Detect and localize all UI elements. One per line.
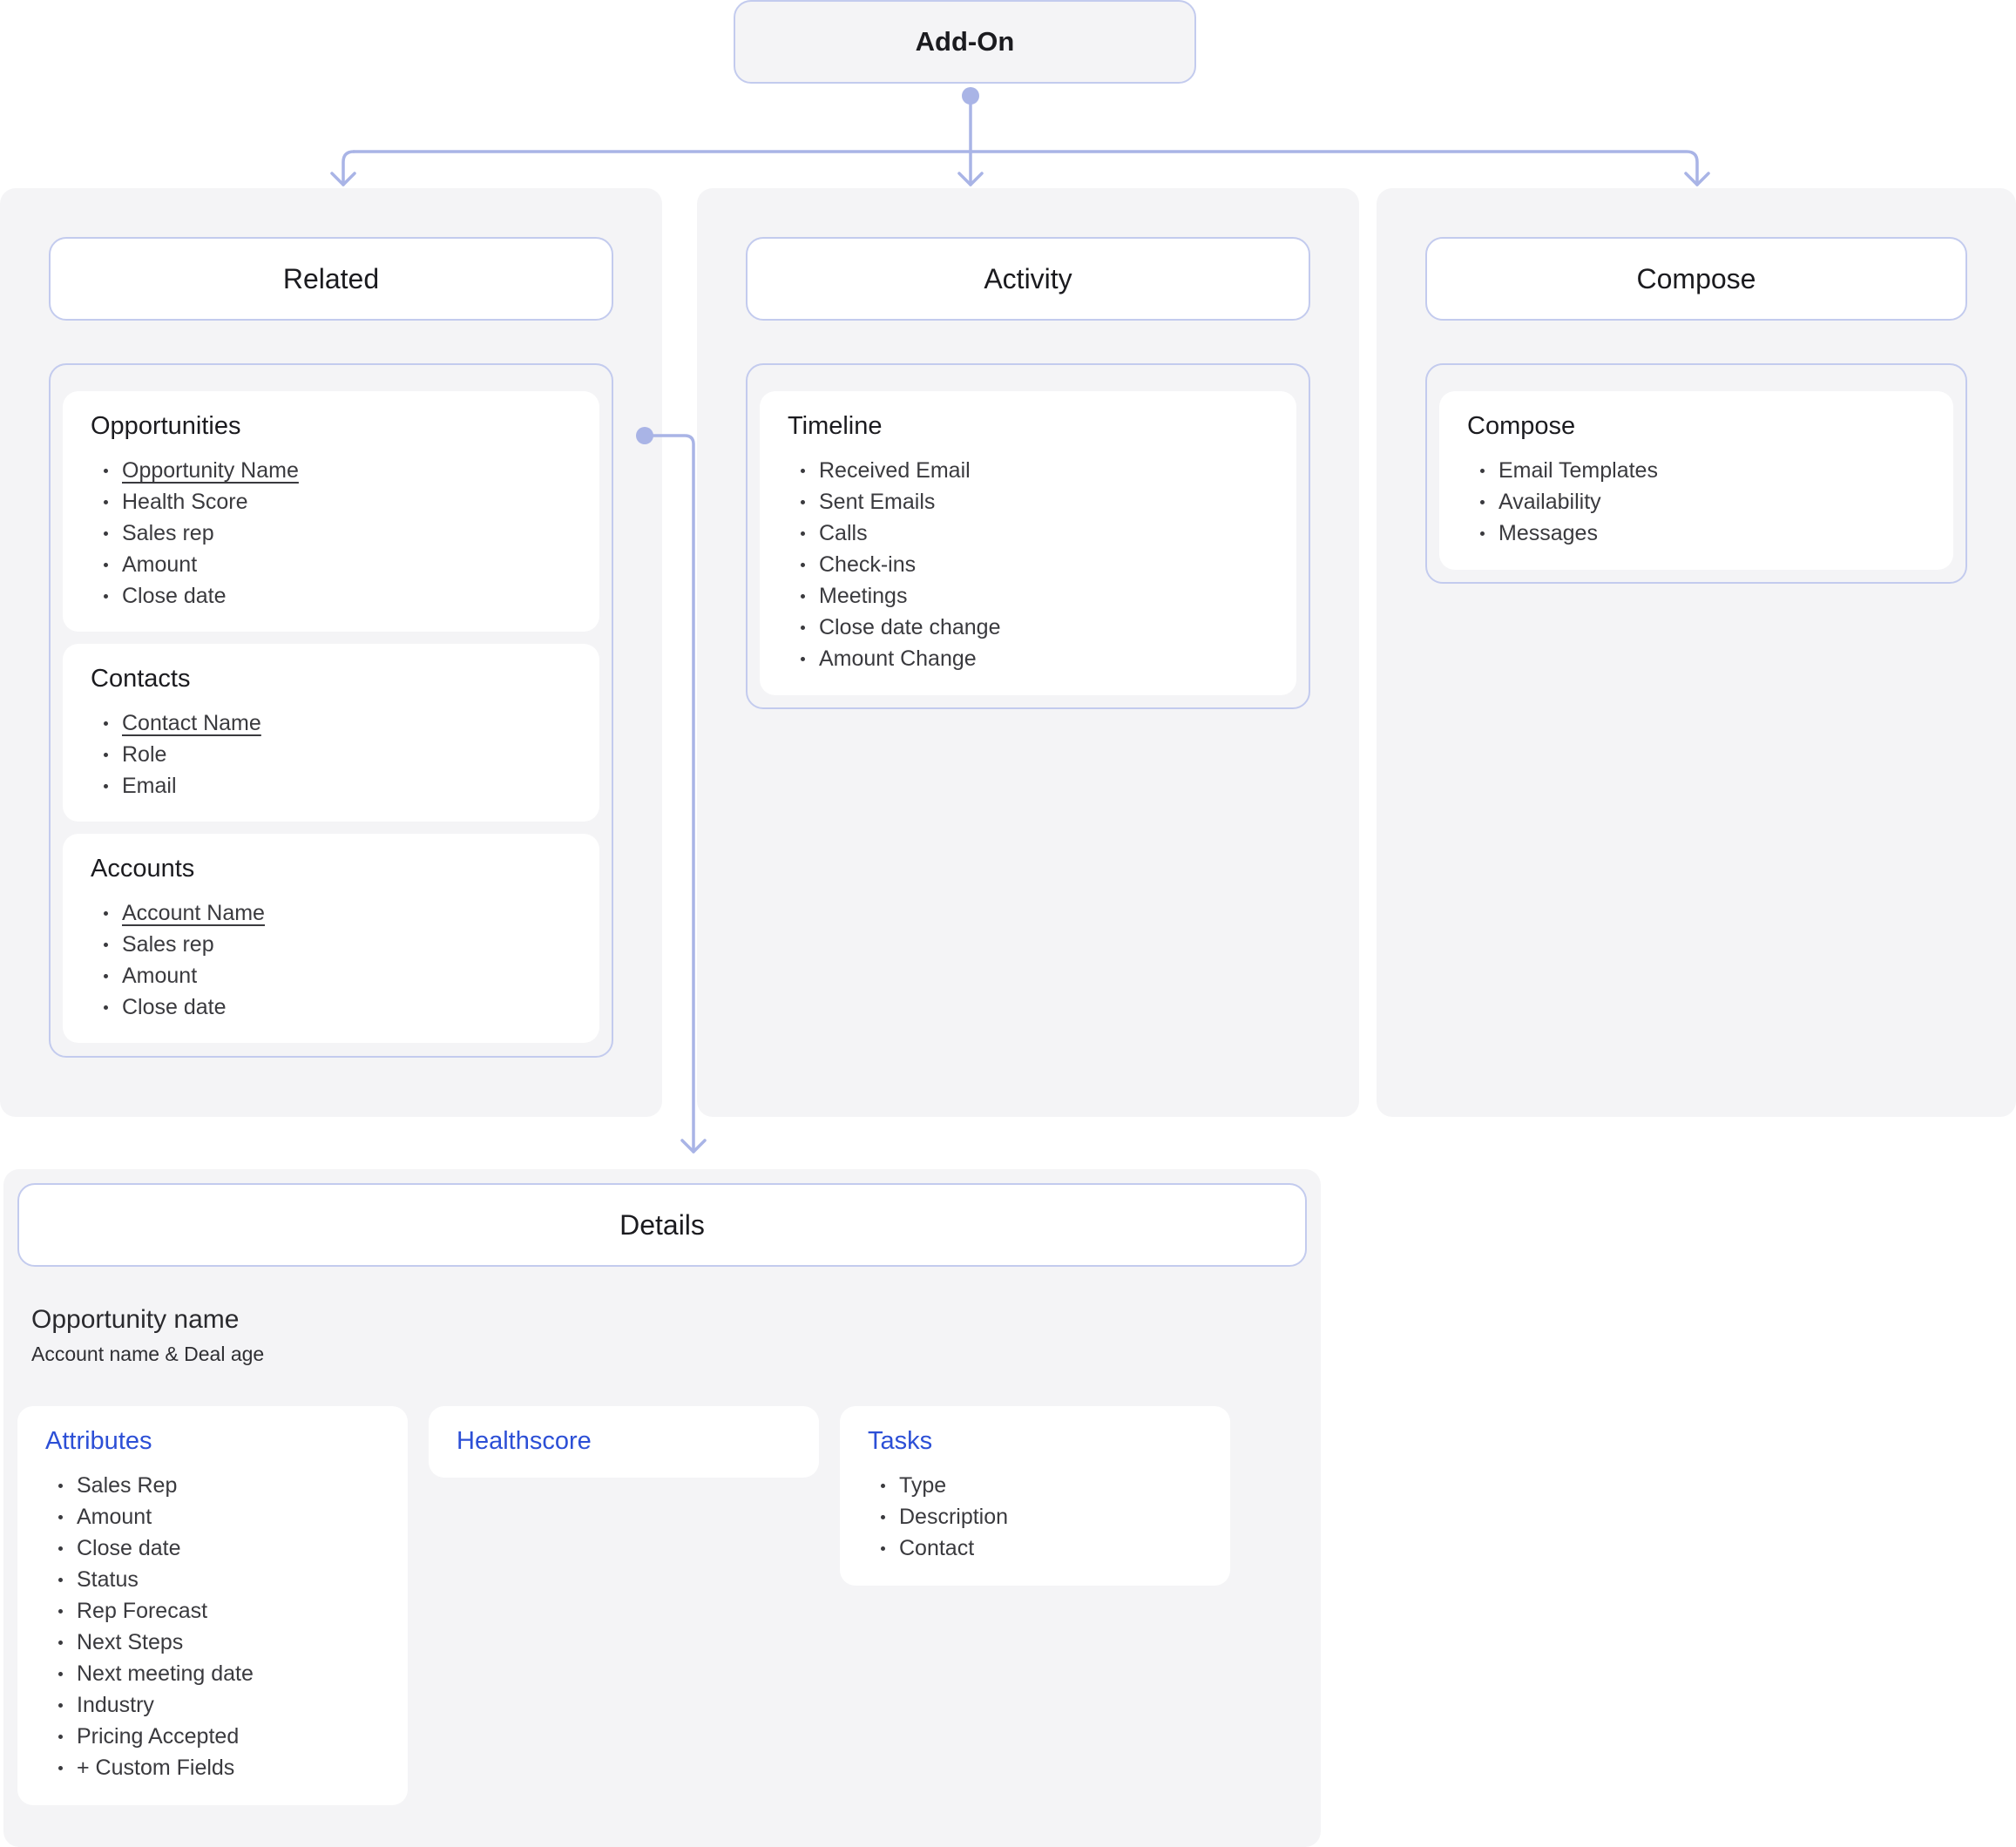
accounts-card: Accounts Account Name Sales rep Amount C…	[63, 834, 599, 1043]
compose-header-label: Compose	[1636, 262, 1756, 294]
compose-column	[1377, 188, 2016, 1117]
list-item: Messages	[1467, 518, 1927, 549]
attributes-card: Attributes Sales Rep Amount Close date S…	[17, 1406, 408, 1805]
list-item: Amount Change	[788, 643, 1270, 674]
list-item: Sent Emails	[788, 486, 1270, 518]
details-subtitle: Account name & Deal age	[31, 1343, 265, 1365]
attributes-list: Sales Rep Amount Close date Status Rep F…	[45, 1470, 382, 1783]
list-item: Close date	[45, 1532, 382, 1564]
list-item: Health Score	[91, 486, 573, 518]
compose-header: Compose	[1425, 237, 1967, 321]
activity-header-label: Activity	[984, 262, 1072, 294]
details-header-label: Details	[619, 1208, 705, 1241]
related-header-label: Related	[282, 262, 380, 294]
list-item: Sales rep	[91, 929, 573, 960]
list-item: Check-ins	[788, 549, 1270, 580]
tasks-card: Tasks Type Description Contact	[840, 1406, 1230, 1586]
list-item: Sales Rep	[45, 1470, 382, 1501]
related-header: Related	[49, 237, 613, 321]
list-item: Next meeting date	[45, 1658, 382, 1689]
attributes-card-title: Attributes	[45, 1427, 152, 1455]
details-arrow-head	[680, 1139, 707, 1154]
timeline-list: Received Email Sent Emails Calls Check-i…	[788, 455, 1270, 674]
branch-connector	[352, 150, 1699, 186]
related-branch-connector	[342, 150, 355, 186]
list-item: Next Steps	[45, 1627, 382, 1658]
details-title: Opportunity name	[31, 1305, 240, 1334]
accounts-card-title: Accounts	[91, 855, 195, 883]
list-item: Status	[45, 1564, 382, 1595]
list-item: Availability	[1467, 486, 1927, 518]
list-item: Calls	[788, 518, 1270, 549]
list-item: Contact	[868, 1532, 1204, 1564]
activity-header: Activity	[746, 237, 1310, 321]
list-item: Sales rep	[91, 518, 573, 549]
contacts-card: Contacts Contact Name Role Email	[63, 644, 599, 822]
list-item: Meetings	[788, 580, 1270, 612]
list-item: Close date change	[788, 612, 1270, 643]
opportunities-list: Opportunity Name Health Score Sales rep …	[91, 455, 573, 612]
tasks-list: Type Description Contact	[868, 1470, 1204, 1564]
list-item: Pricing Accepted	[45, 1721, 382, 1752]
details-header: Details	[17, 1183, 1307, 1267]
tasks-card-title: Tasks	[868, 1427, 933, 1455]
list-item: Email Templates	[1467, 455, 1927, 486]
list-item: Contact Name	[91, 707, 573, 739]
contacts-list: Contact Name Role Email	[91, 707, 573, 802]
compose-arrow-head	[1684, 172, 1710, 186]
related-arrow-head	[330, 172, 356, 186]
list-item: Received Email	[788, 455, 1270, 486]
list-item: Amount	[91, 960, 573, 991]
list-item: Email	[91, 770, 573, 802]
list-item: Amount	[45, 1501, 382, 1532]
list-item: + Custom Fields	[45, 1752, 382, 1783]
list-item: Type	[868, 1470, 1204, 1501]
list-item: Industry	[45, 1689, 382, 1721]
root-node-label: Add-On	[915, 26, 1015, 57]
list-item: Close date	[91, 580, 573, 612]
list-item: Role	[91, 739, 573, 770]
root-connector-dot	[962, 87, 979, 105]
compose-list: Email Templates Availability Messages	[1467, 455, 1927, 549]
healthscore-card: Healthscore	[429, 1406, 819, 1478]
root-node-add-on: Add-On	[734, 0, 1196, 84]
timeline-card: Timeline Received Email Sent Emails Call…	[760, 391, 1296, 695]
compose-card: Compose Email Templates Availability Mes…	[1439, 391, 1953, 570]
contacts-card-title: Contacts	[91, 665, 191, 693]
list-item: Rep Forecast	[45, 1595, 382, 1627]
opportunities-card-title: Opportunities	[91, 412, 241, 440]
compose-card-title: Compose	[1467, 412, 1576, 440]
opportunities-card: Opportunities Opportunity Name Health Sc…	[63, 391, 599, 632]
accounts-list: Account Name Sales rep Amount Close date	[91, 897, 573, 1023]
list-item: Account Name	[91, 897, 573, 929]
healthscore-card-title: Healthscore	[457, 1427, 592, 1455]
list-item: Close date	[91, 991, 573, 1023]
activity-arrow-head	[957, 172, 984, 186]
list-item: Description	[868, 1501, 1204, 1532]
list-item: Amount	[91, 549, 573, 580]
list-item: Opportunity Name	[91, 455, 573, 486]
timeline-card-title: Timeline	[788, 412, 883, 440]
